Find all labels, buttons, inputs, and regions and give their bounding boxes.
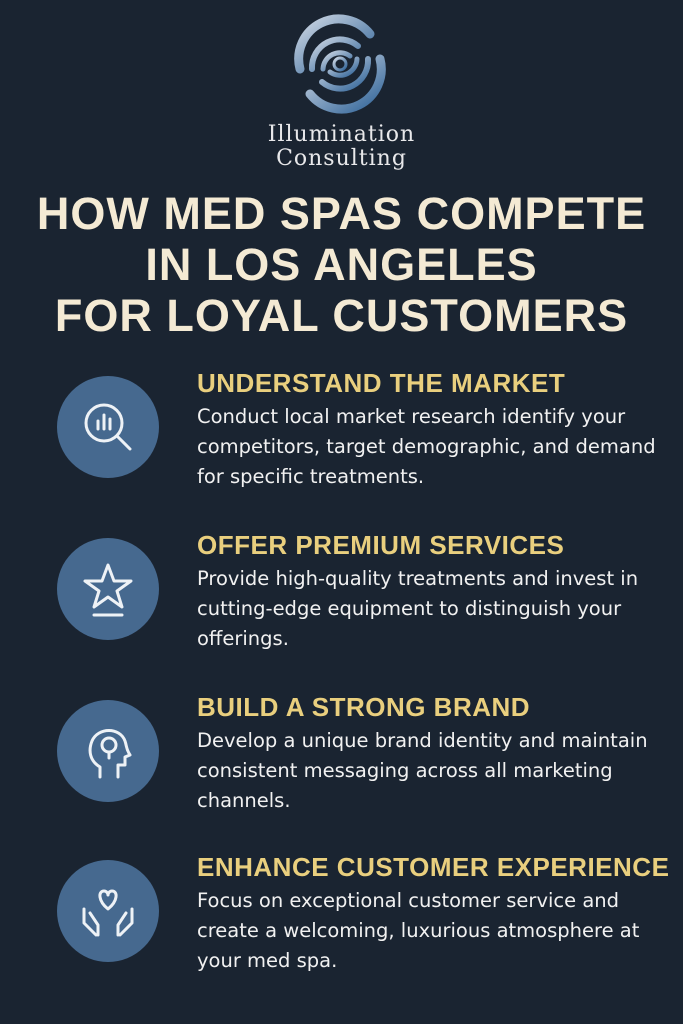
item-body: Develop a unique brand identity and main… <box>197 729 648 812</box>
item-body: Conduct local market research identify y… <box>197 405 656 488</box>
brand-name-line2: Consulting <box>276 146 407 171</box>
item-body: Focus on exceptional customer service an… <box>197 889 640 972</box>
item-heading: OFFER PREMIUM SERVICES <box>197 530 565 560</box>
item-heading: ENHANCE CUSTOMER EXPERIENCE <box>197 852 670 882</box>
title-line: FOR LOYAL CUSTOMERS <box>54 290 629 341</box>
list-item-brand: BUILD A STRONG BRAND Develop a unique br… <box>0 692 683 842</box>
head-lightbulb-icon <box>57 700 159 802</box>
page-title: HOW MED SPAS COMPETE IN LOS ANGELES FOR … <box>0 188 683 341</box>
item-heading: BUILD A STRONG BRAND <box>197 692 531 722</box>
item-heading: UNDERSTAND THE MARKET <box>197 368 566 398</box>
list-item-services: OFFER PREMIUM SERVICES Provide high-qual… <box>0 530 683 680</box>
hands-heart-icon <box>57 860 159 962</box>
list-item-market: UNDERSTAND THE MARKET Conduct local mark… <box>0 368 683 518</box>
title-line: HOW MED SPAS COMPETE <box>36 188 647 239</box>
list-item-experience: ENHANCE CUSTOMER EXPERIENCE Focus on exc… <box>0 852 683 1002</box>
chart-magnifier-icon <box>57 376 159 478</box>
star-icon <box>57 538 159 640</box>
brand-name-line1: Illumination <box>267 122 416 147</box>
item-body: Provide high-quality treatments and inve… <box>197 567 639 650</box>
illumination-logo-icon <box>294 14 386 114</box>
title-line: IN LOS ANGELES <box>145 239 538 290</box>
